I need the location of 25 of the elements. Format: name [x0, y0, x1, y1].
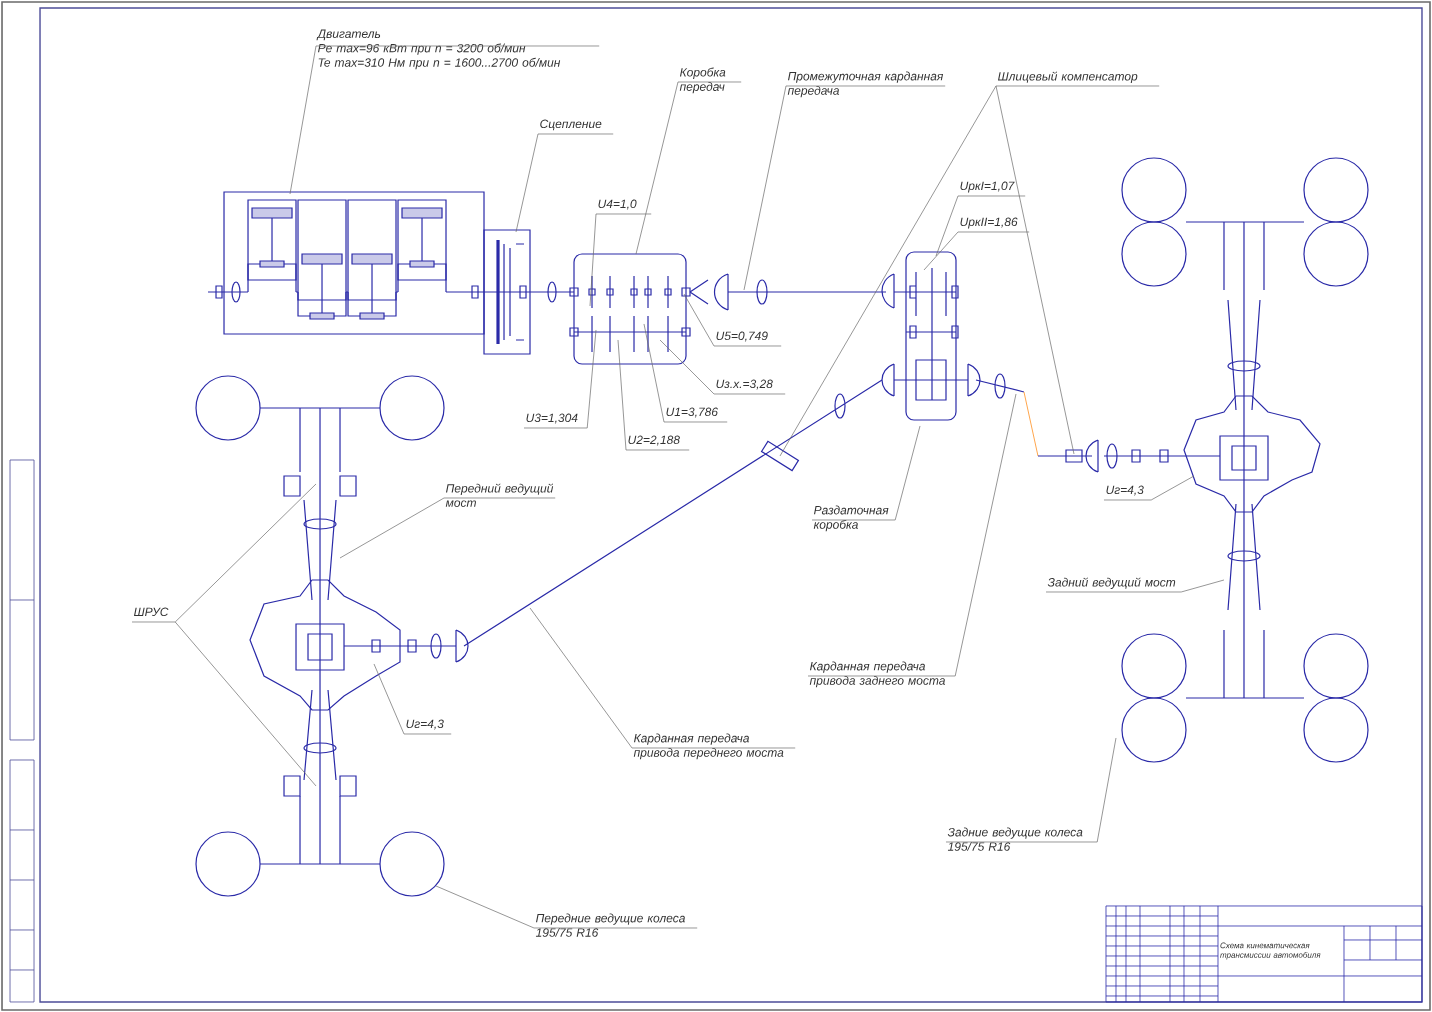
leader-line: [435, 885, 535, 929]
leader-line: [529, 607, 633, 749]
leader-line: [586, 329, 597, 429]
leader-line: [779, 85, 997, 457]
leader-line: [743, 85, 787, 291]
leader-line: [174, 483, 317, 623]
leader-line: [683, 293, 715, 347]
leader-line: [174, 621, 317, 787]
leader-line: [1150, 475, 1195, 501]
leader-line: [659, 339, 715, 395]
leader-line: [923, 231, 959, 271]
leader-line: [935, 195, 959, 257]
leader-line: [643, 323, 665, 423]
leader-line: [995, 85, 1075, 455]
leader-line: [515, 133, 539, 233]
leader-line: [635, 81, 679, 255]
leader-line: [1180, 579, 1225, 593]
leader-line: [589, 213, 597, 307]
leader-line: [894, 425, 921, 521]
leader-line: [289, 45, 317, 195]
leader-line: [339, 497, 445, 559]
leader-line: [954, 393, 1017, 677]
leader-line: [617, 339, 627, 451]
leader-line: [373, 663, 405, 735]
leader-line: [1096, 737, 1117, 843]
